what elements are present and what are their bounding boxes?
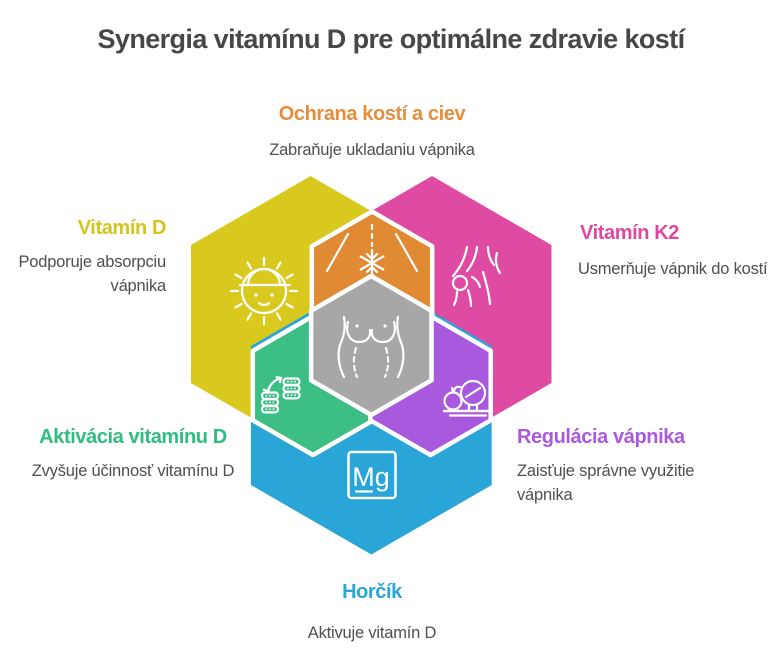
mg-symbol-text: Mg bbox=[352, 462, 390, 492]
conversion-icon bbox=[260, 376, 301, 414]
vitamin-k2-heading: Vitamín K2 bbox=[580, 222, 679, 244]
joint-icon bbox=[451, 245, 502, 308]
vitamin-d-activation-heading: Aktivácia vitamínu D bbox=[39, 426, 227, 448]
sun-icon bbox=[229, 256, 299, 326]
calcium-regulation-heading: Regulácia vápnika bbox=[517, 426, 685, 448]
vitamin-d-activation-description: Zvyšuje účinnosť vitamínu D bbox=[31, 462, 235, 480]
snowflake-icon bbox=[325, 223, 419, 278]
magnesium-description: Aktivuje vitamín D bbox=[307, 624, 437, 642]
bone-protection-description: Zabraňuje ukladaniu vápnika bbox=[269, 141, 475, 159]
bone-protection-heading: Ochrana kostí a ciev bbox=[278, 103, 466, 125]
calcium-regulation-description: Zaisťuje správne využitie vápnika bbox=[517, 462, 695, 504]
vitamin-d-heading: Vitamín D bbox=[77, 217, 167, 239]
torso-icon bbox=[337, 315, 405, 379]
hexagon-body-center bbox=[308, 273, 434, 418]
mg-icon: Mg bbox=[347, 450, 397, 500]
page-title: Synergia vitamínu D pre optimálne zdravi… bbox=[97, 24, 686, 54]
magnesium-heading: Horčík bbox=[342, 581, 402, 603]
scale-icon bbox=[442, 379, 494, 417]
vitamin-d-description: Podporuje absorpciu vápnika bbox=[18, 253, 166, 295]
vitamin-k2-description: Usmerňuje vápnik do kostí bbox=[578, 260, 768, 278]
